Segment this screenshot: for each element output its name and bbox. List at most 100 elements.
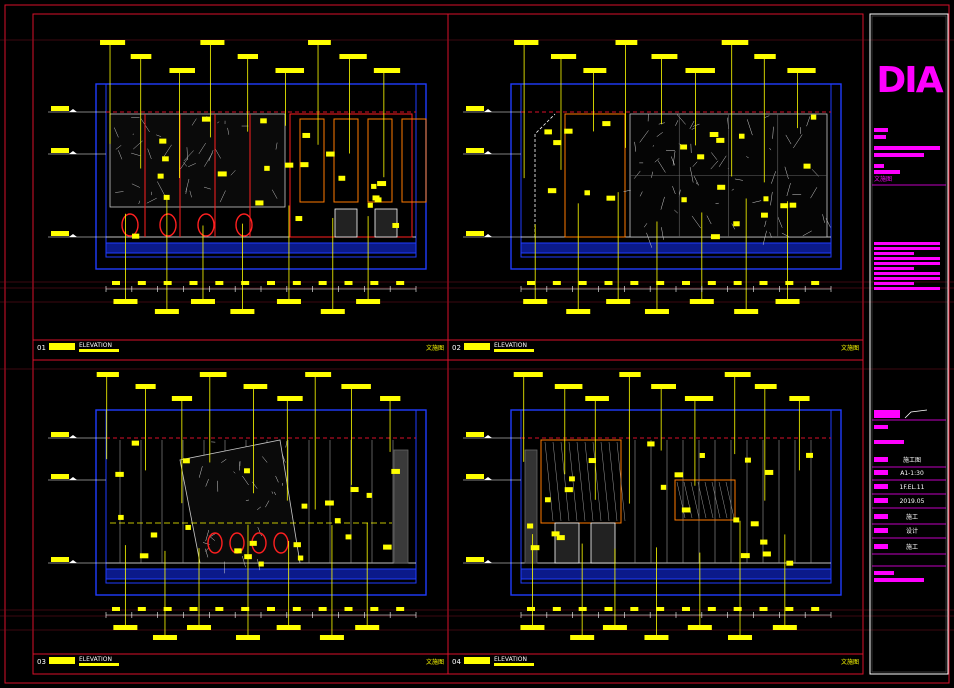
stone-vein (746, 119, 753, 136)
dimension-tag (789, 396, 810, 401)
panel-title: ELEVATION (79, 656, 112, 663)
dimension-tag (772, 625, 797, 630)
dimension-tag (292, 281, 301, 285)
stone-vein (689, 120, 695, 130)
dimension-tag (396, 607, 405, 611)
dimension-tag (651, 54, 678, 59)
company-logo: DIA (876, 60, 943, 101)
panel-note: 文施图 (841, 658, 859, 666)
stone-vein (185, 178, 190, 193)
stone-vein (147, 148, 152, 160)
stone-vein (233, 471, 236, 474)
dimension-tag (392, 222, 400, 228)
dimension-tag (606, 195, 616, 201)
dimension-tag (297, 555, 304, 561)
dimension-tag (780, 203, 789, 209)
stone-vein (265, 500, 270, 508)
dimension-tag (284, 162, 294, 168)
stone-vein (188, 163, 196, 167)
general-notes-text (874, 287, 940, 290)
mirror-hatch (552, 441, 562, 522)
dimension-tag (276, 299, 301, 304)
dimension-tag (811, 607, 820, 611)
stone-vein (710, 160, 719, 170)
wall-inner (105, 409, 417, 584)
project-info-text (874, 128, 888, 132)
dimension-tag (163, 281, 172, 285)
dimension-tag (728, 635, 753, 640)
general-notes-text (874, 267, 914, 270)
stone-vein (203, 186, 211, 190)
stone-vein (676, 114, 686, 125)
dimension-tag (326, 151, 335, 157)
dimension-tag (733, 221, 740, 227)
dimension-tag (569, 476, 575, 482)
dimension-tag (552, 281, 561, 285)
stone-vein (623, 189, 631, 192)
row-label-tag (874, 457, 888, 462)
mirror-panel (367, 118, 393, 203)
niche-hatch (676, 481, 686, 519)
stone-vein (205, 479, 209, 487)
stone-vein (131, 152, 141, 156)
basin-unit (590, 522, 616, 564)
dimension-tag (709, 132, 719, 138)
stone-vein (674, 209, 678, 214)
dimension-tag (370, 281, 379, 285)
mirror-hatch (616, 441, 626, 522)
dimension-tag (647, 441, 655, 447)
dimension-tag (523, 299, 548, 304)
niche-hatch (725, 481, 735, 519)
stone-vein (646, 232, 653, 248)
stone-vein (146, 197, 157, 204)
urinal-fixture (273, 532, 289, 554)
dimension-tag (466, 557, 484, 562)
dimension-tag (51, 231, 69, 236)
dimension-tag (806, 452, 813, 458)
dimension-tag (785, 281, 794, 285)
dimension-tag (644, 635, 669, 640)
stone-vein (115, 145, 122, 150)
general-notes-text (874, 272, 940, 275)
level-marker (484, 477, 492, 480)
dimension-tag (615, 40, 638, 45)
stone-vein (271, 189, 278, 199)
floor-slab (105, 568, 417, 580)
title-block-value: 施工 (906, 543, 918, 551)
stone-vein (672, 186, 676, 195)
stone-vein (793, 134, 803, 149)
panel-note: 文施图 (426, 344, 444, 352)
dimension-tag (391, 468, 400, 474)
mirror-hatch (592, 441, 602, 522)
mirror-hatch (608, 441, 618, 522)
dimension-tag (744, 457, 751, 463)
stone-vein (762, 230, 767, 245)
general-notes-text (874, 277, 940, 280)
dimension-tag (187, 625, 212, 630)
dimension-tag (260, 118, 267, 124)
stone-vein (183, 150, 194, 162)
stone-vein (205, 548, 209, 558)
row-label-tag (874, 544, 888, 549)
mirror-hatch (544, 441, 554, 522)
dimension-tag (199, 372, 227, 377)
dimension-tag (660, 484, 667, 490)
dimension-tag (344, 281, 353, 285)
stone-vein (691, 127, 695, 130)
dimension-tag (241, 607, 250, 611)
dimension-tag (763, 196, 769, 202)
dimension-tag (630, 607, 639, 611)
stone-vein (183, 162, 187, 167)
dimension-tag (551, 531, 560, 537)
stone-vein (752, 200, 762, 203)
level-marker (484, 234, 492, 237)
dimension-tag (687, 625, 712, 630)
stone-vein (711, 152, 718, 160)
level-marker (69, 109, 77, 112)
stone-vein (198, 466, 203, 478)
stone-vein (227, 127, 230, 135)
dimension-tag (716, 137, 725, 143)
dimension-tag (584, 190, 590, 196)
